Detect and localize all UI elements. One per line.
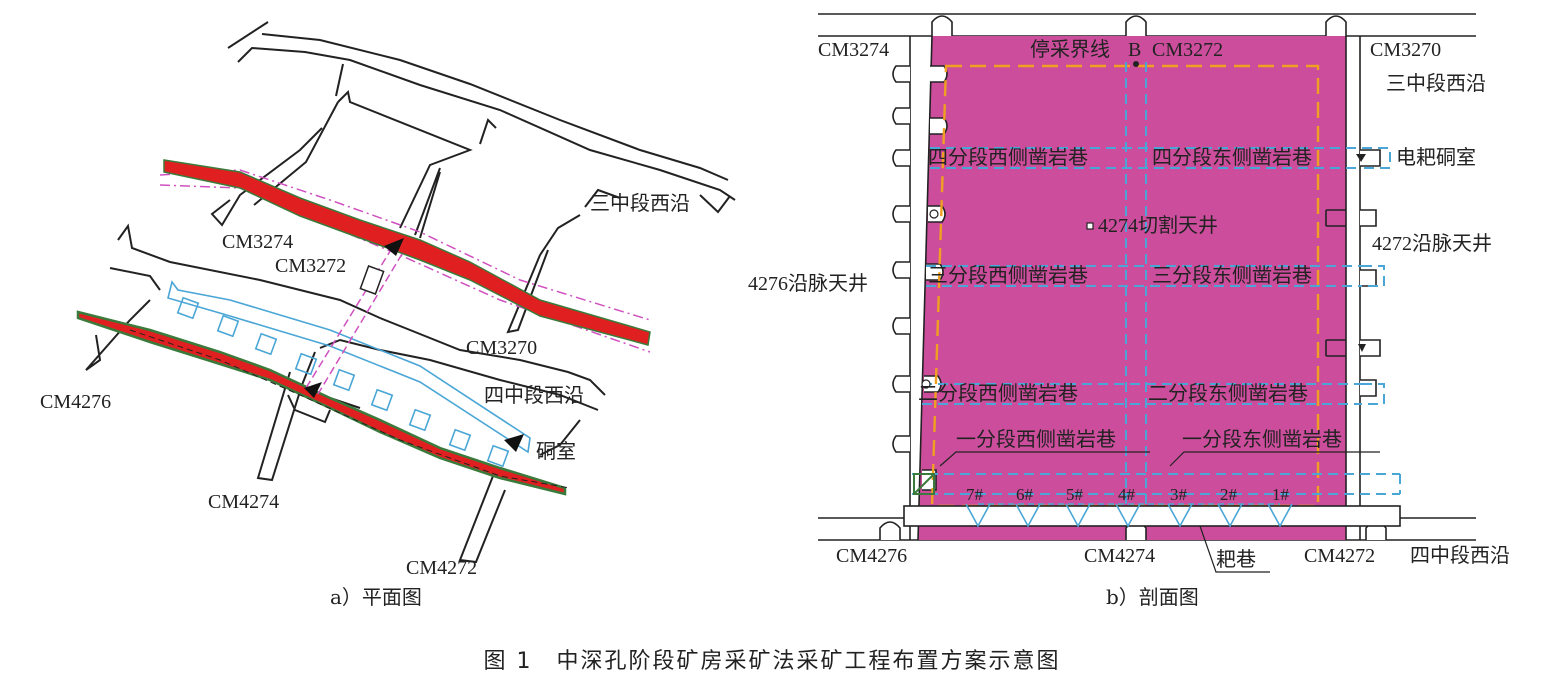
plan-label-cm4274: CM4274	[208, 491, 279, 513]
funnels	[965, 503, 1293, 528]
funnel-labels: 7# 6# 5# 4# 3# 2# 1#	[966, 485, 1290, 504]
section-caption: b）剖面图	[1106, 585, 1199, 609]
level3-tunnels	[210, 21, 736, 334]
plan-label-cm3274: CM3274	[222, 231, 293, 253]
leader-lines	[939, 451, 1380, 573]
chamber-box	[359, 265, 385, 295]
funnel-label: 1#	[1272, 485, 1290, 504]
section-label-cm4274: CM4274	[1084, 545, 1155, 567]
section-label-sub4-east: 四分段东侧凿岩巷	[1152, 146, 1312, 169]
plan-view: CM3274 CM3272 CM3270 三中段西沿 CM4276 CM4274…	[40, 21, 736, 609]
section-label-raise-4272: 4272沿脉天井	[1372, 232, 1492, 255]
lower-orebody-vein	[76, 310, 567, 496]
section-label-level3-west: 三中段西沿	[1386, 72, 1486, 95]
funnel-label: 3#	[1170, 485, 1188, 504]
point-b-marker	[1133, 61, 1139, 67]
funnel-label: 7#	[966, 485, 984, 504]
section-label-level4-west: 四中段西沿	[1410, 544, 1510, 567]
section-label-sub4-west: 四分段西侧凿岩巷	[928, 146, 1088, 169]
section-label-cm3270: CM3270	[1370, 39, 1441, 61]
section-label-sub3-west: 三分段西侧凿岩巷	[928, 264, 1088, 287]
funnel-label: 6#	[1016, 485, 1034, 504]
raise-marker-upper	[384, 238, 404, 256]
section-label-sub3-east: 三分段东侧凿岩巷	[1152, 264, 1312, 287]
ore-pass-box	[913, 473, 935, 495]
plan-label-cm4276: CM4276	[40, 391, 111, 413]
plan-label-cm3270: CM3270	[466, 337, 537, 359]
funnel-label: 2#	[1220, 485, 1238, 504]
section-label-sub1-west: 一分段西侧凿岩巷	[956, 428, 1116, 451]
funnel-label: 5#	[1066, 485, 1084, 504]
section-label-raise-4276: 4276沿脉天井	[748, 272, 868, 295]
plan-label-level3-west: 三中段西沿	[590, 192, 690, 215]
section-label-cm3272: CM3272	[1152, 39, 1223, 61]
section-label-cm3274: CM3274	[818, 39, 889, 61]
raise-marker-lower	[304, 382, 322, 398]
section-label-point-b: B	[1128, 39, 1141, 61]
section-label-scraper-chamber: 电耙硐室	[1396, 146, 1476, 169]
figure-caption: 图 1 中深孔阶段矿房采矿法采矿工程布置方案示意图	[484, 649, 1061, 674]
raise-4272-arrow	[1358, 344, 1366, 352]
section-view: CM3274 停采界线 B CM3272 CM3270 三中段西沿 四分段西侧凿…	[748, 13, 1510, 609]
section-label-cm4276: CM4276	[836, 545, 907, 567]
funnel-label: 4#	[1118, 485, 1136, 504]
section-label-cut-raise: 4274切割天井	[1098, 214, 1218, 237]
section-label-cm4272: CM4272	[1304, 545, 1375, 567]
plan-label-cm3272: CM3272	[275, 255, 346, 277]
section-label-sub2-east: 二分段东侧凿岩巷	[1148, 382, 1308, 405]
section-label-sub2-west: 二分段西侧凿岩巷	[918, 382, 1078, 405]
scraper-chamber-arrow	[1356, 154, 1366, 162]
cut-raise-marker	[1086, 222, 1094, 230]
scraper-drift	[903, 505, 1401, 527]
stop-mining-boundary	[930, 64, 1320, 508]
plan-blue-drifts	[167, 280, 531, 468]
orebody-stope	[918, 36, 1346, 540]
upper-orebody-vein	[163, 159, 651, 346]
plan-label-chamber: 硐室	[536, 440, 576, 463]
section-blue-dashed	[912, 62, 1401, 506]
section-label-sub1-east: 一分段东侧凿岩巷	[1182, 428, 1342, 451]
plan-caption: a）平面图	[330, 585, 422, 609]
section-label-scraper-drift: 耙巷	[1216, 548, 1256, 571]
section-label-stop-line: 停采界线	[1030, 38, 1110, 61]
chamber-marker	[504, 434, 524, 452]
level4-tunnels	[85, 223, 606, 564]
plan-label-level4-west: 四中段西沿	[484, 384, 584, 407]
plan-label-cm4272: CM4272	[406, 557, 477, 579]
raise-heads	[879, 15, 1387, 540]
